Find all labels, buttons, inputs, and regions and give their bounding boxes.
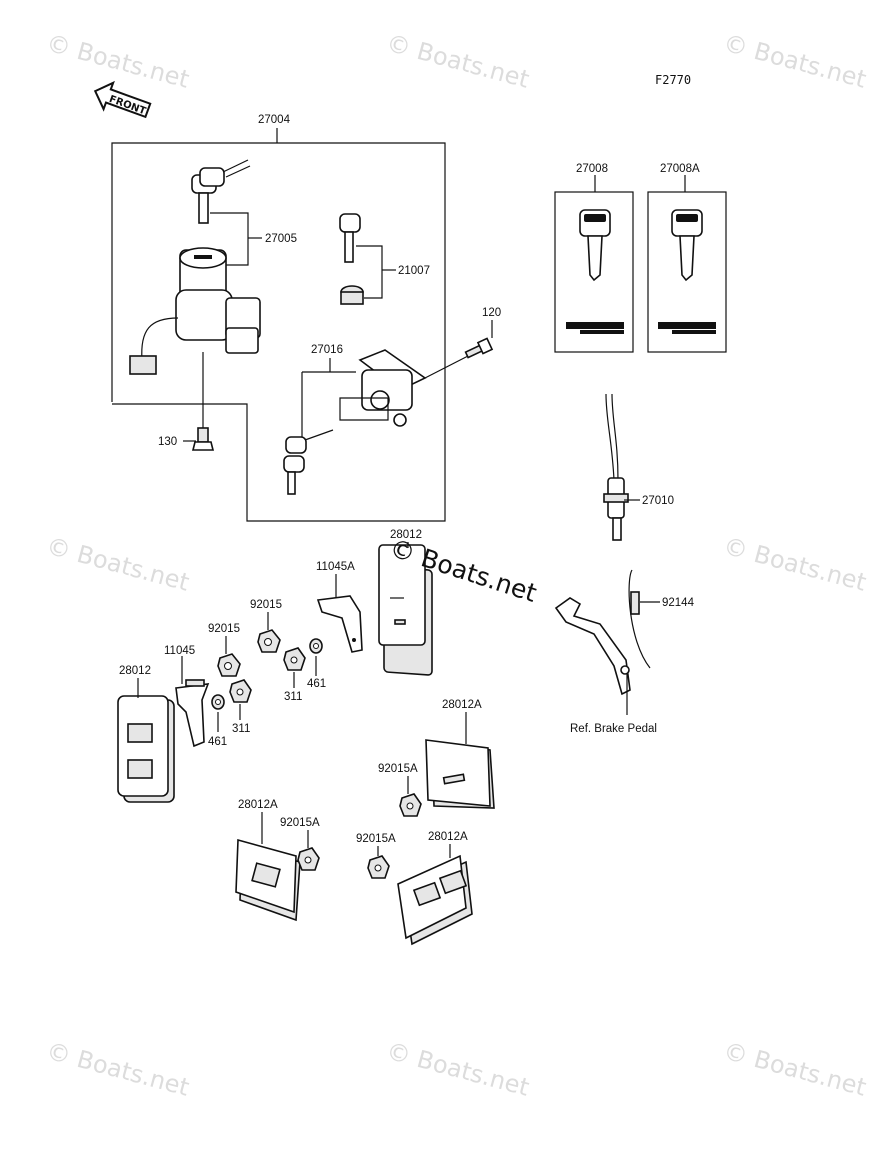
key-card-27008	[554, 191, 634, 353]
reference-brake-pedal: Ref. Brake Pedal	[570, 723, 657, 735]
figure-code: F2770	[655, 73, 691, 87]
callout-120: 120	[482, 307, 501, 319]
brake-pedal	[554, 597, 631, 696]
callout-27010: 27010	[642, 495, 674, 507]
nut-92015A-right	[399, 793, 422, 817]
reflector-28012A-right	[425, 739, 495, 809]
callout-130: 130	[158, 436, 177, 448]
bolt-120	[464, 337, 494, 359]
callout-461-upper: 461	[307, 678, 326, 690]
reflector-28012A-bottom-left	[235, 838, 301, 922]
watermark: © Boats.net	[43, 29, 192, 94]
reflector-28012-top	[378, 544, 433, 676]
nut-311-upper	[283, 647, 306, 671]
watermark: © Boats.net	[43, 1037, 192, 1102]
callout-27016: 27016	[311, 344, 343, 356]
nut-92015-upper	[257, 629, 281, 653]
callout-92015-left: 92015	[208, 623, 240, 635]
callout-11045A: 11045A	[316, 561, 355, 573]
nut-311-lower	[229, 679, 252, 703]
washer-461-lower	[211, 694, 225, 710]
callout-311-lower: 311	[232, 723, 250, 735]
callout-28012A-bottom-left: 28012A	[238, 799, 278, 811]
key-pair	[191, 159, 251, 224]
callout-27008A: 27008A	[660, 163, 700, 175]
front-arrow-icon: FRONT	[93, 80, 152, 119]
watermark: © Boats.net	[720, 532, 869, 597]
callout-92015A-bottom-right: 92015A	[356, 833, 396, 845]
brake-light-switch	[603, 393, 629, 541]
callout-92015A-bottom-left: 92015A	[280, 817, 320, 829]
washer-461-upper	[309, 638, 323, 654]
key-and-cap	[339, 213, 364, 305]
lock-key-pair	[283, 429, 334, 495]
nut-92015-left	[217, 653, 241, 677]
reflector-28012-left	[117, 695, 175, 803]
return-spring	[628, 569, 651, 669]
callout-11045: 11045	[164, 645, 195, 657]
callout-28012-left: 28012	[119, 665, 151, 677]
bracket-11045A	[316, 595, 363, 653]
callout-27005: 27005	[265, 233, 297, 245]
key-card-27008A	[647, 191, 727, 353]
callout-92015A-right: 92015A	[378, 763, 418, 775]
key-blank-27008	[566, 209, 624, 334]
watermark: © Boats.net	[720, 29, 869, 94]
watermark: © Boats.net	[383, 29, 532, 94]
nut-92015A-bottom-left	[297, 847, 320, 871]
assembly-outline-27004	[111, 128, 446, 522]
callout-311-upper: 311	[284, 691, 302, 703]
callout-28012A-right: 28012A	[442, 699, 482, 711]
reflector-28012A-bottom-right	[397, 854, 473, 946]
nut-92015A-bottom-right	[367, 855, 390, 879]
callout-92144: 92144	[662, 597, 695, 609]
watermark: © Boats.net	[720, 1037, 869, 1102]
helmet-lock	[339, 349, 427, 427]
callout-27004: 27004	[258, 114, 291, 126]
key-blank-27008A	[658, 209, 716, 334]
callout-461-lower: 461	[208, 736, 227, 748]
bracket-11045	[175, 679, 210, 748]
callout-92015-upper: 92015	[250, 599, 282, 611]
watermark: © Boats.net	[383, 1037, 532, 1102]
bolt-130	[191, 427, 215, 451]
callout-27008: 27008	[576, 163, 608, 175]
callout-28012-top: 28012	[390, 529, 422, 541]
ignition-switch	[129, 247, 261, 430]
callout-28012A-bottom-right: 28012A	[428, 831, 468, 843]
watermark: © Boats.net	[43, 532, 192, 597]
callout-21007: 21007	[398, 265, 430, 277]
